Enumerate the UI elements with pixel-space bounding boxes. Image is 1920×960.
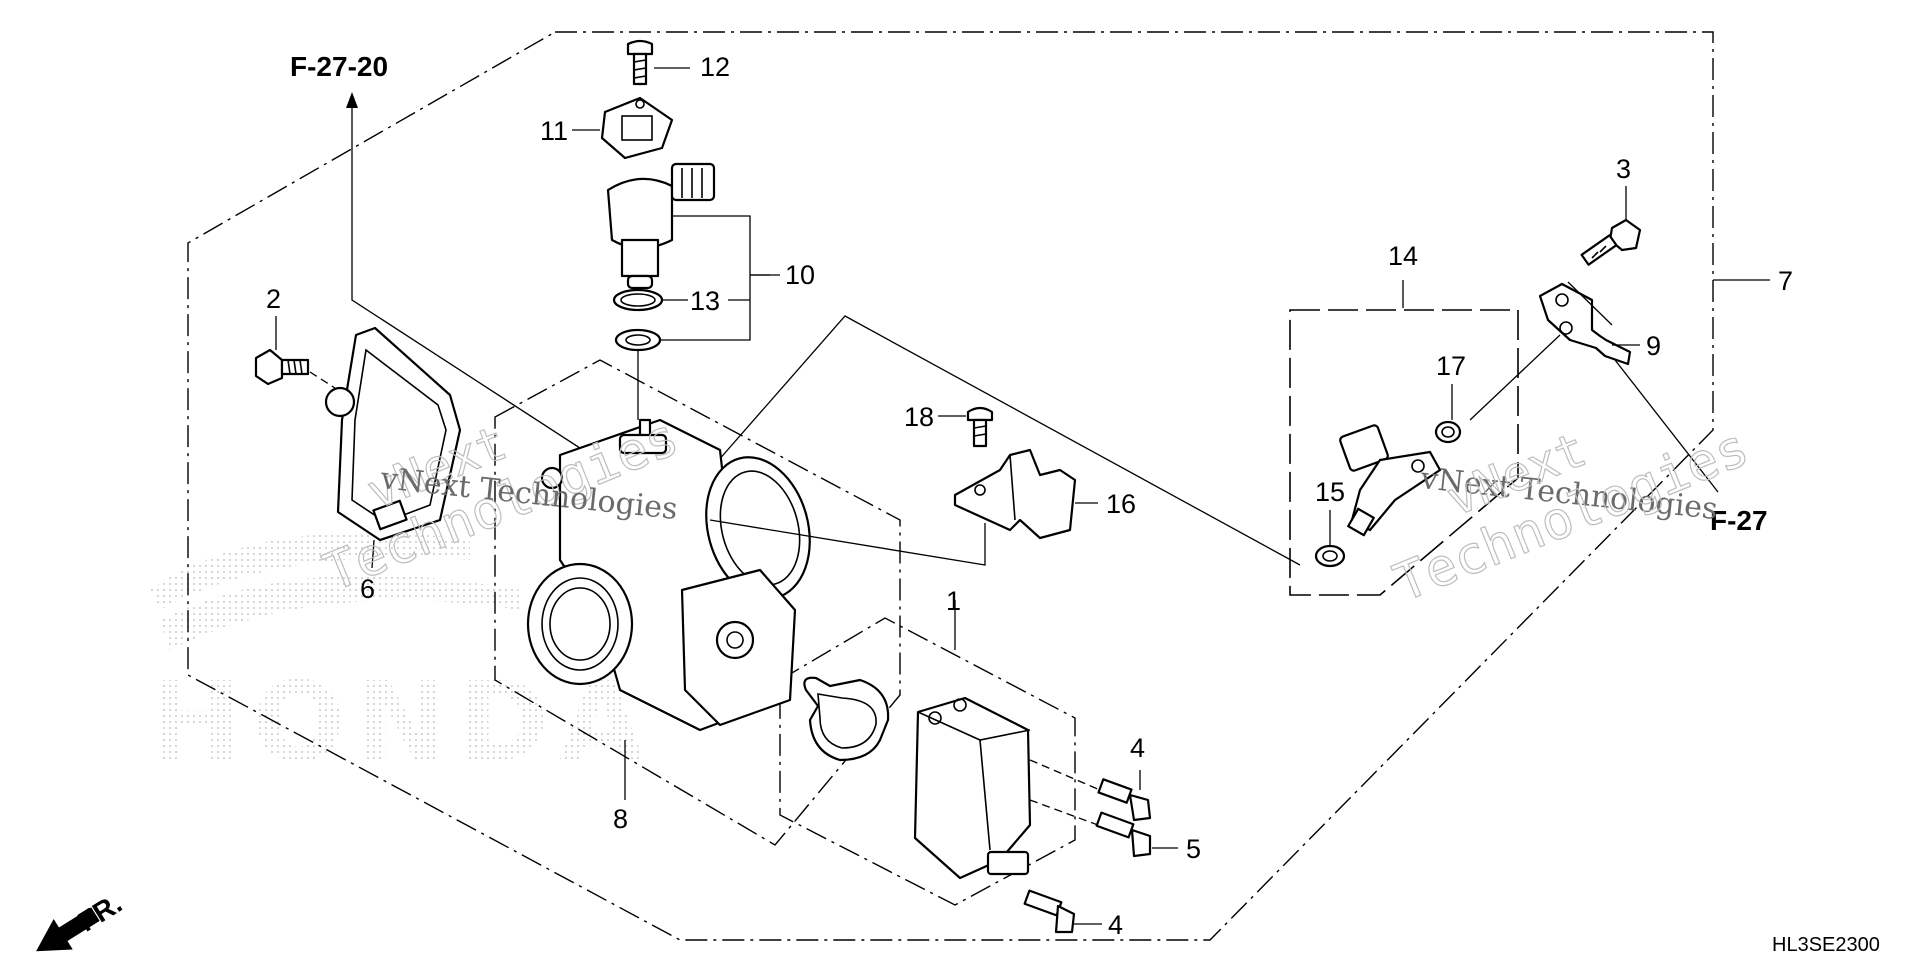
label-10: 10 [785, 260, 815, 290]
injector-boundary [1289, 309, 1519, 596]
label-18: 18 [904, 402, 934, 432]
leader-f27 [1614, 359, 1719, 493]
injector-14 [1339, 424, 1442, 537]
label-6: 6 [360, 574, 375, 604]
label-2: 2 [266, 284, 281, 314]
label-15: 15 [1315, 477, 1345, 507]
bolt-2 [254, 348, 310, 386]
arrowhead-f2720 [346, 92, 358, 108]
label-16: 16 [1106, 489, 1136, 519]
label-5: 5 [1186, 834, 1201, 864]
fuel-joint-9 [1538, 282, 1632, 366]
label-1: 1 [946, 586, 961, 616]
assembly-boundary [187, 31, 1714, 941]
gasket-1 [803, 676, 890, 762]
leader-f2720 [351, 98, 661, 501]
screw-5 [1095, 811, 1152, 858]
label-4b: 4 [1108, 910, 1123, 940]
label-13: 13 [690, 286, 720, 316]
leader-bracket-long [709, 315, 1301, 566]
front-direction-arrow [36, 907, 100, 952]
bracket-16 [953, 448, 1077, 540]
seal-15 [1314, 544, 1346, 568]
label-14: 14 [1388, 241, 1418, 271]
plate-11 [600, 96, 674, 160]
label-7: 7 [1778, 266, 1793, 296]
drawing-code: HL3SE2300 [1772, 934, 1880, 956]
label-4a: 4 [1130, 733, 1145, 763]
reference-f27[interactable]: F-27 [1710, 505, 1768, 536]
screw-4-upper [1097, 778, 1152, 822]
label-12: 12 [700, 52, 730, 82]
cover-6 [324, 326, 462, 542]
screw-18 [966, 406, 994, 448]
label-9: 9 [1646, 331, 1661, 361]
sensor-10 [606, 162, 716, 290]
o-ring-17 [1434, 420, 1462, 444]
reference-f2720[interactable]: F-27-20 [290, 51, 388, 82]
screw-4-lower [1023, 889, 1076, 934]
sensor-unit-1 [913, 696, 1032, 880]
label-8: 8 [613, 804, 628, 834]
o-ring-13 [612, 288, 664, 352]
throttle-body-8 [526, 418, 811, 732]
throttle-body-boundary [494, 359, 901, 846]
screw-12 [626, 39, 654, 86]
label-11: 11 [540, 116, 568, 146]
bolt-3 [1580, 218, 1642, 266]
sensor-unit-boundary [779, 617, 1076, 906]
label-17: 17 [1436, 351, 1466, 381]
label-3: 3 [1616, 154, 1631, 184]
